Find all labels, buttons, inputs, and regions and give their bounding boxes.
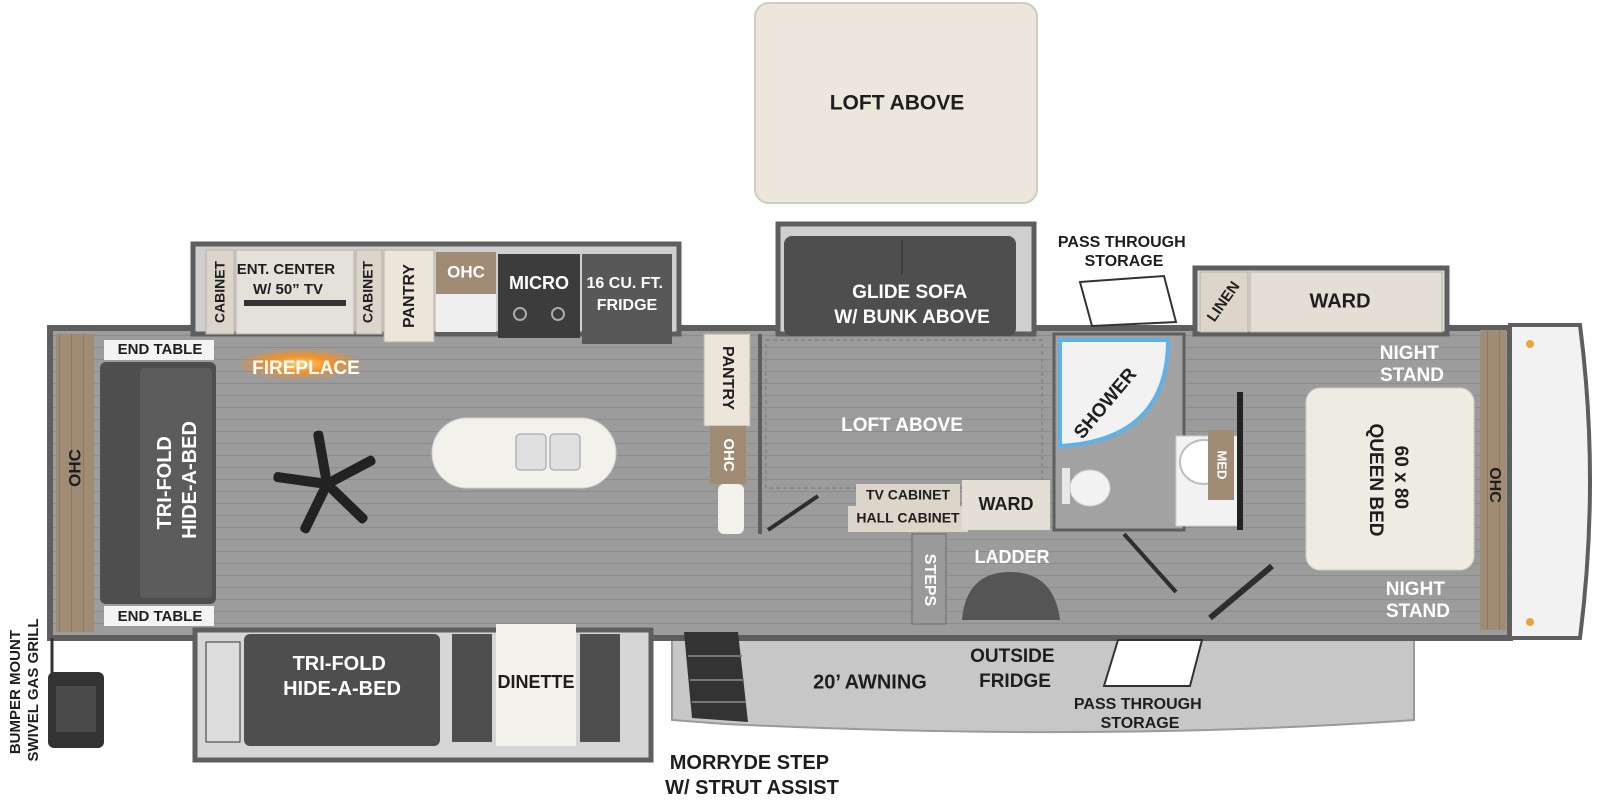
pass-through-bottom-door — [1102, 639, 1204, 687]
counter-mid — [718, 484, 744, 534]
trifold-rear-label: TRI-FOLD HIDE-A-BED — [154, 421, 201, 539]
fridge-label: 16 CU. FT. FRIDGE — [587, 275, 668, 314]
micro-label: MICRO — [509, 273, 569, 293]
dinette-label: DINETTE — [497, 672, 574, 692]
marker-light-top — [1526, 340, 1534, 348]
counter — [436, 294, 496, 332]
gas-grill-grate — [56, 686, 96, 732]
night-stand-top-label: NIGHT STAND — [1380, 343, 1444, 386]
steps-label: STEPS — [921, 554, 938, 607]
end-table-top — [104, 340, 214, 360]
steps — [911, 533, 947, 625]
ladder-hatch — [962, 572, 1060, 620]
trifold-slide-sofa — [244, 634, 440, 746]
sink-left — [515, 433, 547, 471]
burner-2 — [551, 307, 565, 321]
door-swing-bath — [1122, 532, 1178, 594]
loft-center-label: LOFT ABOVE — [841, 415, 963, 436]
cabinet-left-label: CABINET — [212, 260, 228, 323]
cabinet-left — [205, 249, 235, 335]
shower — [1058, 338, 1171, 449]
ohc-mid — [710, 426, 746, 484]
toilet — [1069, 469, 1111, 507]
queen-bed-label: 60 x 80 QUEEN BED — [1365, 424, 1411, 537]
outside-fridge-label: OUTSIDE FRIDGE — [970, 646, 1060, 692]
dinette-table — [496, 624, 576, 746]
ward-hall-label: WARD — [979, 494, 1034, 514]
ent-center-label: ENT. CENTER W/ 50” TV — [237, 261, 340, 298]
loft-above-label: LOFT ABOVE — [830, 92, 965, 115]
tv-cabinet-label: TV CABINET — [866, 487, 950, 503]
morryde-label: MORRYDE STEP W/ STRUT ASSIST — [665, 752, 839, 799]
pantry-top — [383, 249, 435, 343]
ohc-rear-label: OHC — [65, 449, 84, 487]
slide-cabinet — [205, 641, 241, 743]
ohc-kitchen-label: OHC — [447, 262, 485, 281]
med-label: MED — [1215, 451, 1230, 480]
dinette-bench-left — [452, 634, 492, 742]
pantry-top-label: PANTRY — [401, 264, 418, 328]
grill-label: BUMPER MOUNT SWIVEL GAS GRILL — [7, 618, 42, 761]
med-cabinet — [1208, 430, 1234, 500]
loft-above-box — [754, 2, 1038, 204]
night-stand-bottom-label: NIGHT STAND — [1386, 579, 1450, 622]
dinette-bench-right — [580, 634, 620, 742]
awning — [671, 629, 1415, 734]
ohc-rear — [56, 334, 94, 632]
micro — [498, 254, 580, 338]
ward-bedroom-label: WARD — [1309, 290, 1370, 312]
pantry-mid-label: PANTRY — [719, 346, 736, 410]
ward-bedroom — [1249, 271, 1443, 333]
sink-right — [549, 433, 581, 471]
ladder-label: LADDER — [975, 547, 1050, 567]
door-swing-mid — [766, 494, 820, 532]
glide-sofa — [784, 236, 1016, 336]
cabinet-right — [355, 249, 383, 335]
fridge — [582, 254, 672, 344]
entry-steps — [684, 632, 748, 722]
ward-hall — [962, 480, 1050, 530]
glide-sofa-label: GLIDE SOFA W/ BUNK ABOVE — [834, 282, 990, 328]
pass-through-top-label: PASS THROUGH STORAGE — [1058, 234, 1190, 270]
tv-cabinet — [856, 484, 960, 506]
end-table-top-label: END TABLE — [118, 341, 203, 358]
front-cap — [1508, 323, 1592, 640]
trifold-slide-label: TRI-FOLD HIDE-A-BED — [283, 653, 401, 700]
pass-through-top-door — [1078, 274, 1178, 328]
burner-1 — [513, 307, 527, 321]
awning-label: 20’ AWNING — [813, 671, 927, 693]
rear-sofa-cushion — [140, 368, 212, 598]
end-table-bottom — [104, 606, 214, 626]
end-table-bottom-label: END TABLE — [118, 608, 203, 625]
toilet-tank — [1062, 468, 1070, 504]
pass-through-bottom-label: PASS THROUGH STORAGE — [1074, 696, 1206, 732]
hall-cabinet — [848, 506, 968, 532]
fireplace-label: FIREPLACE — [252, 358, 360, 379]
door-swing-bed — [1208, 563, 1274, 621]
queen-bed — [1305, 387, 1475, 571]
ohc-kitchen — [436, 252, 496, 294]
linen — [1199, 271, 1249, 333]
ohc-mid-label: OHC — [720, 438, 737, 472]
ceiling-fan — [273, 430, 376, 534]
hall-cabinet-label: HALL CABINET — [856, 510, 960, 526]
fireplace-glow — [235, 348, 365, 380]
tv — [244, 300, 346, 306]
marker-light-bottom — [1526, 618, 1534, 626]
ohc-front — [1480, 330, 1506, 630]
ohc-front-label: OHC — [1486, 467, 1503, 503]
ent-center — [235, 249, 355, 335]
cabinet-right-label: CABINET — [360, 260, 376, 323]
